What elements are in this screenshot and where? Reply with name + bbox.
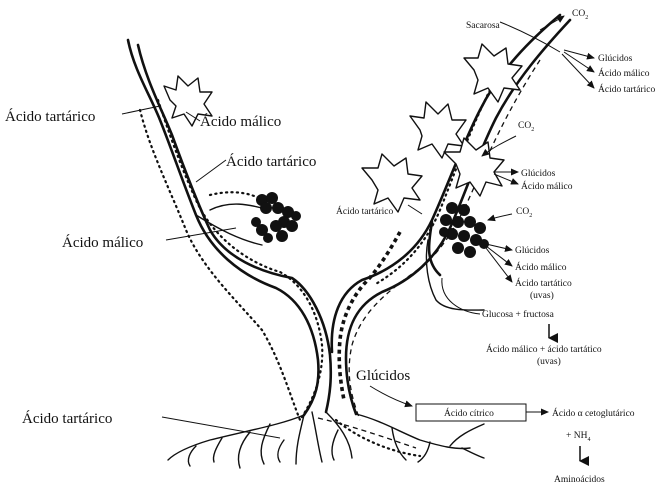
label-mid-tartarico: Ácido tartárico — [226, 153, 316, 170]
label-co2-mid: CO2 — [518, 121, 534, 133]
label-result-line2: (uvas) — [537, 356, 561, 367]
label-glucosa: Glucosa + fructosa — [482, 309, 555, 320]
grape-cluster-right — [439, 202, 489, 258]
label-glucidos-root: Glúcidos — [356, 368, 410, 384]
label-left-malico-top: Ácido málico — [200, 113, 281, 130]
co2-grape-text: CO — [516, 207, 529, 217]
label-grape-uvas: (uvas) — [530, 290, 554, 301]
co2-mid-text: CO — [518, 121, 531, 131]
co2-grape-subscript: 2 — [529, 213, 532, 219]
label-cetoglutarico: Ácido α cetoglutárico — [552, 407, 635, 419]
label-mid-glucidos: Glúcidos — [521, 169, 556, 179]
label-nh4: + NH4 — [566, 431, 590, 443]
label-top-tartarico: Ácido tartárico — [598, 83, 655, 95]
label-root-tartarico: Ácido tartárico — [22, 410, 112, 427]
label-aminoacidos: Aminoácidos — [554, 475, 605, 485]
label-co2-top: CO2 — [572, 9, 588, 21]
label-left-malico: Ácido málico — [62, 234, 143, 251]
label-left-tartarico-top: Ácido tartárico — [5, 108, 95, 125]
label-mid-malico: Ácido málico — [521, 180, 573, 192]
label-grape-malico: Ácido málico — [515, 261, 567, 273]
label-top-malico: Ácido málico — [598, 67, 650, 79]
arrow-glucidos-citrico — [370, 386, 412, 406]
label-sacarosa: Sacarosa — [466, 21, 501, 31]
label-top-glucidos: Glúcidos — [598, 54, 633, 64]
label-co2-grape: CO2 — [516, 207, 532, 219]
label-citrico: Ácido cítrico — [444, 407, 494, 419]
nh4-text: + NH — [566, 431, 588, 441]
label-grape-tartarico: Ácido tartático — [515, 277, 572, 289]
label-center-tartarico: Ácido tartárico — [336, 205, 393, 217]
grape-cluster-left — [251, 192, 301, 243]
co2-top-subscript: 2 — [585, 15, 588, 21]
nh4-subscript: 4 — [587, 437, 590, 443]
co2-mid-subscript: 2 — [531, 127, 534, 133]
co2-top-text: CO — [572, 9, 585, 19]
label-result-line1: Ácido málico + ácido tartático — [486, 343, 602, 355]
label-grape-glucidos: Glúcidos — [515, 246, 550, 256]
